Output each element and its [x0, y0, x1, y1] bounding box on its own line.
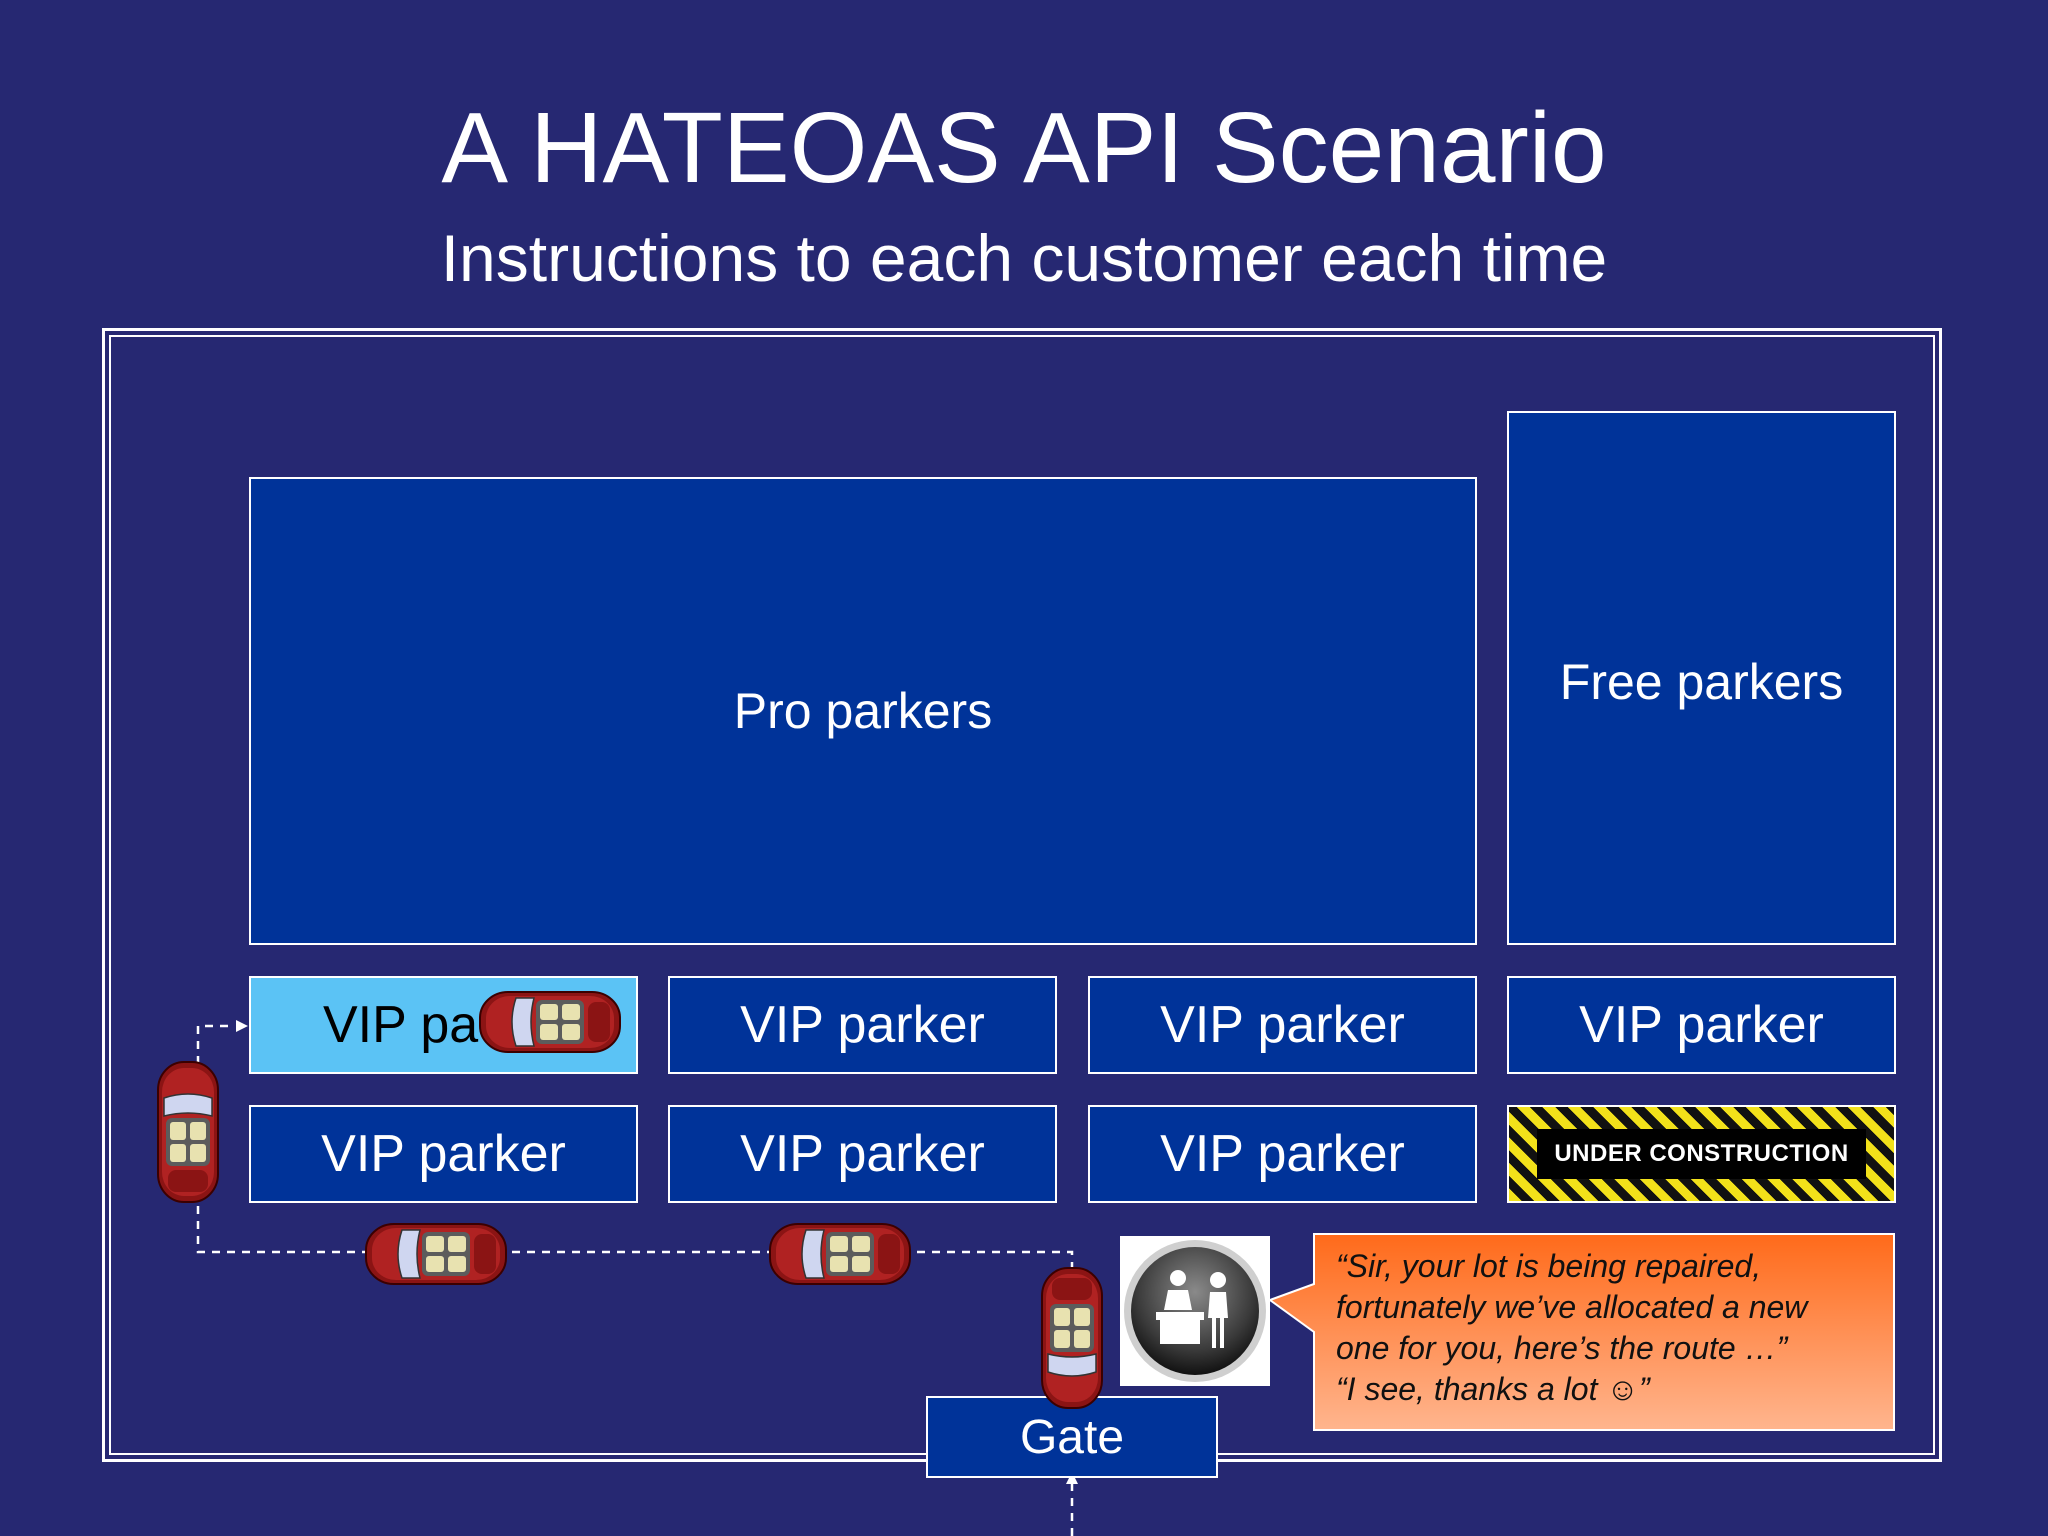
- bubble-line: one for you, here’s the route …”: [1336, 1330, 1788, 1366]
- pro-parkers-zone: Pro parkers: [249, 477, 1477, 945]
- vip-parker-slot: VIP parker: [1088, 976, 1477, 1074]
- bubble-line: fortunately we’ve allocated a new: [1336, 1289, 1808, 1325]
- slide-subtitle: Instructions to each customer each time: [440, 221, 1608, 295]
- car-icon: [769, 1223, 911, 1285]
- vip-parker-slot: VIP parker: [1088, 1105, 1477, 1203]
- vip-parker-slot-highlighted: VIP pa: [249, 976, 638, 1074]
- vip-parker-slot: VIP parker: [668, 976, 1057, 1074]
- slide-title: A HATEOAS API Scenario: [441, 92, 1607, 204]
- vip-parker-slot: VIP parker: [249, 1105, 638, 1203]
- vip-parker-slot: VIP parker: [1507, 976, 1896, 1074]
- speech-bubble-text: “Sir, your lot is being repaired, fortun…: [1336, 1246, 1876, 1410]
- under-construction-slot: UNDER CONSTRUCTION: [1507, 1105, 1896, 1203]
- parking-attendant-icon: [1120, 1236, 1270, 1386]
- bubble-line: “I see, thanks a lot ☺”: [1336, 1371, 1650, 1407]
- car-icon: [479, 991, 621, 1053]
- car-icon: [1041, 1267, 1103, 1409]
- vip-parker-slot: VIP parker: [668, 1105, 1057, 1203]
- gate: Gate: [926, 1396, 1218, 1478]
- car-icon: [157, 1061, 219, 1203]
- speech-bubble: [1267, 1233, 1895, 1431]
- bubble-line: “Sir, your lot is being repaired,: [1336, 1248, 1762, 1284]
- free-parkers-zone: Free parkers: [1507, 411, 1896, 945]
- under-construction-label: UNDER CONSTRUCTION: [1537, 1129, 1866, 1179]
- car-icon: [365, 1223, 507, 1285]
